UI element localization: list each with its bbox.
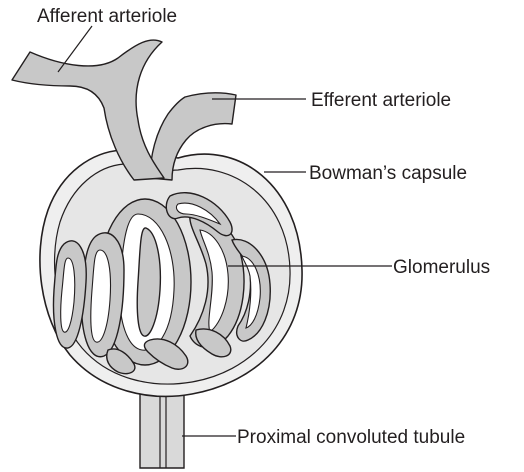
- label-afferent-arteriole: Afferent arteriole: [37, 6, 177, 27]
- afferent-arteriole: [12, 40, 164, 180]
- label-efferent-arteriole: Efferent arteriole: [311, 90, 451, 111]
- label-glomerulus: Glomerulus: [393, 257, 490, 278]
- label-bowmans-capsule: Bowman’s capsule: [309, 163, 467, 184]
- label-proximal-convoluted-tubule: Proximal convoluted tubule: [237, 427, 465, 448]
